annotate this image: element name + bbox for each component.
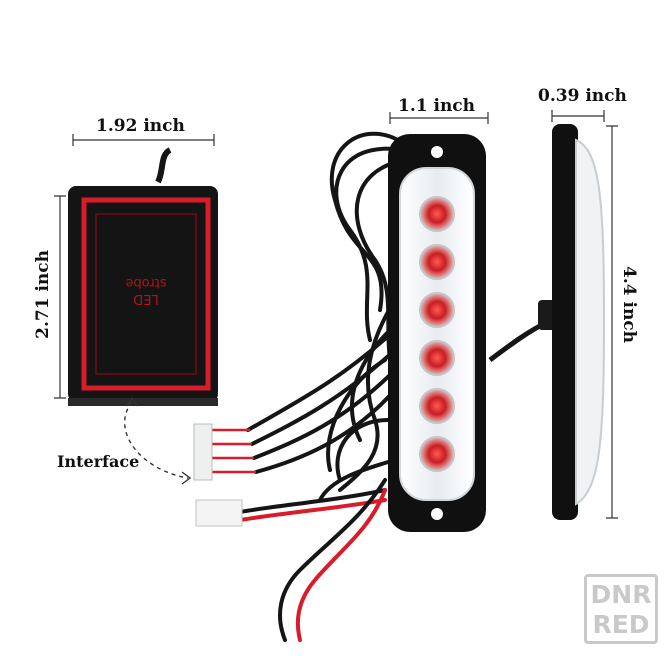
light-width-label: 1.1 inch	[398, 96, 476, 116]
dimension-lines	[54, 110, 618, 519]
box-width-label: 1.92 inch	[96, 116, 185, 136]
interface-arrow	[124, 401, 189, 479]
wire-bundle	[246, 131, 407, 502]
controller-box	[68, 147, 218, 406]
light-bar-side	[488, 124, 606, 520]
controller-label: LED strobe	[116, 274, 176, 306]
connector-wires	[210, 428, 256, 474]
controller-label-line1: LED	[133, 291, 159, 306]
watermark-line2: RED	[592, 610, 650, 639]
light-depth-label: 0.39 inch	[538, 86, 627, 106]
watermark-logo: DNR RED	[584, 574, 658, 644]
interface-connector	[193, 423, 213, 481]
watermark-line1: DNR	[590, 580, 652, 609]
interface-label: Interface	[57, 452, 140, 471]
light-bar-front	[388, 134, 486, 532]
led-row	[419, 196, 455, 472]
controller-label-line2: strobe	[125, 275, 167, 290]
power-connector	[195, 499, 243, 527]
power-wires	[238, 478, 387, 642]
light-height-label: 4.4 inch	[619, 266, 639, 344]
box-height-label: 2.71 inch	[33, 250, 53, 339]
